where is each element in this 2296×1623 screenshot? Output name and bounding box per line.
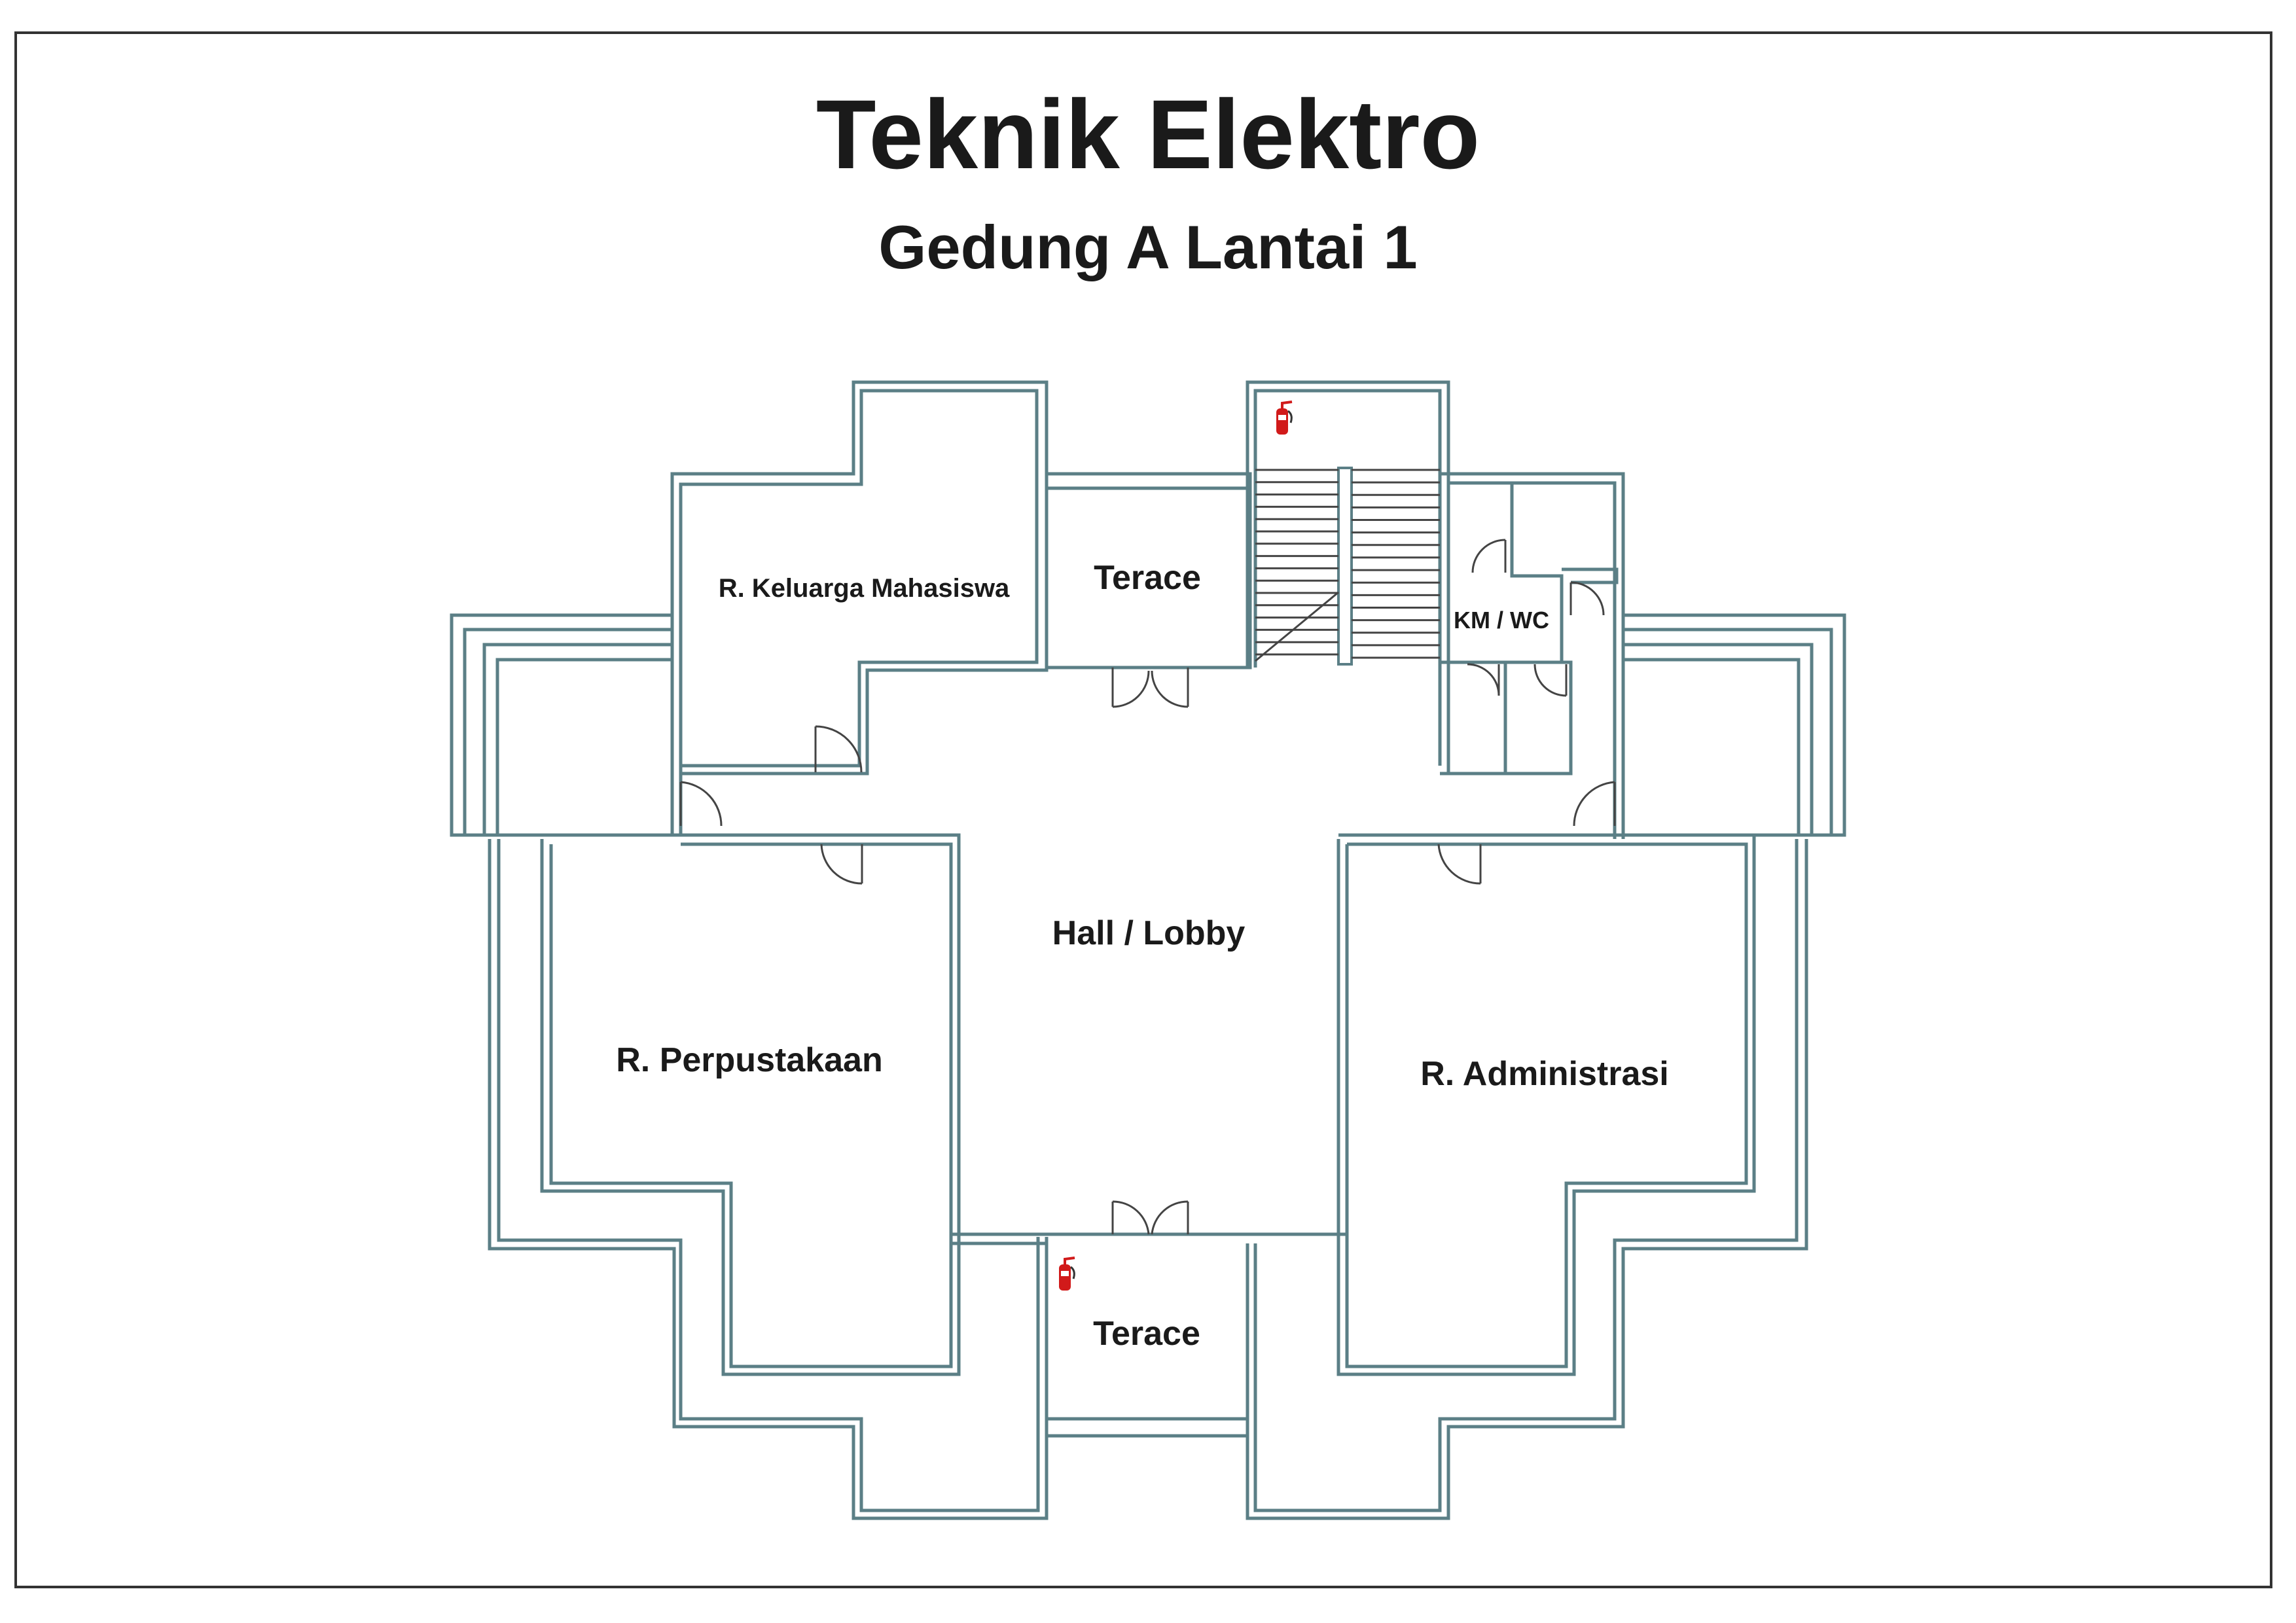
room-label-km-wc: KM / WC — [1454, 607, 1549, 633]
stair-steps-right — [1352, 469, 1440, 659]
wall-stair-outer — [1246, 380, 1450, 774]
wall-left-wing-inner — [497, 839, 1040, 1512]
wall-perpustakaan-inner — [549, 842, 953, 1368]
stair-steps-left — [1255, 469, 1338, 656]
door-terace-bottom[interactable] — [1111, 1200, 1189, 1235]
room-label-administrasi: R. Administrasi — [1420, 1055, 1669, 1093]
door-wc-shaft[interactable] — [1570, 581, 1605, 616]
wall-right-wing-outer — [1246, 839, 1808, 1520]
door-right-corridor[interactable] — [1573, 781, 1616, 827]
wall-left-flank-2 — [463, 628, 672, 835]
wall-left-flank-3 — [482, 643, 672, 835]
door-perpustakaan[interactable] — [820, 844, 863, 885]
door-terace-top[interactable] — [1111, 668, 1189, 708]
staircase — [1255, 467, 1440, 666]
wall-left-wing-outer — [488, 839, 1049, 1520]
room-label-hall-lobby: Hall / Lobby — [1052, 914, 1246, 952]
fire-extinguisher-icon — [1059, 1257, 1075, 1291]
wall-left-flank-4 — [495, 658, 672, 835]
wall-right-flank-2 — [1623, 628, 1833, 835]
wall-keluarga-outer — [670, 380, 1049, 834]
wall-terace-top — [1047, 472, 1252, 669]
wall-keluarga-inner — [679, 389, 1039, 834]
door-wc-stall-2[interactable] — [1534, 664, 1568, 697]
wall-right-wing-inner — [1253, 839, 1799, 1512]
door-wc-stall-1[interactable] — [1467, 663, 1500, 696]
wall-wc-shaft — [1562, 567, 1619, 584]
wall-wc-upper — [1510, 483, 1564, 662]
wall-administrasi-outer — [1336, 833, 1756, 1376]
page-subtitle: Gedung A Lantai 1 — [878, 213, 1418, 281]
wall-right-flank-4 — [1623, 658, 1801, 835]
wall-right-flank-3 — [1623, 643, 1814, 835]
stair-landing-diagonal — [1255, 591, 1339, 662]
room-label-terace-top: Terace — [1094, 559, 1201, 597]
wall-stair-inner — [1253, 389, 1442, 766]
walls — [450, 380, 1846, 1520]
wall-administrasi-inner — [1345, 842, 1748, 1368]
stair-center-wall — [1337, 467, 1353, 666]
sheet-border — [14, 31, 2272, 1588]
door-wc-upper[interactable] — [1471, 539, 1507, 573]
doors — [679, 539, 1616, 1235]
door-keluarga[interactable] — [814, 725, 863, 773]
wall-wc-inner — [1448, 481, 1617, 839]
door-administrasi[interactable] — [1437, 844, 1482, 885]
room-label-terace-bottom: Terace — [1093, 1315, 1200, 1353]
room-label-keluarga-mahasiswa: R. Keluarga Mahasiswa — [719, 574, 1010, 603]
page-title: Teknik Elektro — [816, 79, 1480, 189]
fire-extinguisher-icon — [1276, 401, 1293, 435]
room-label-perpustakaan: R. Perpustakaan — [616, 1041, 883, 1079]
door-left-corridor[interactable] — [679, 781, 723, 827]
wall-wc-outer — [1440, 472, 1625, 839]
wall-perpustakaan-outer — [540, 833, 961, 1376]
